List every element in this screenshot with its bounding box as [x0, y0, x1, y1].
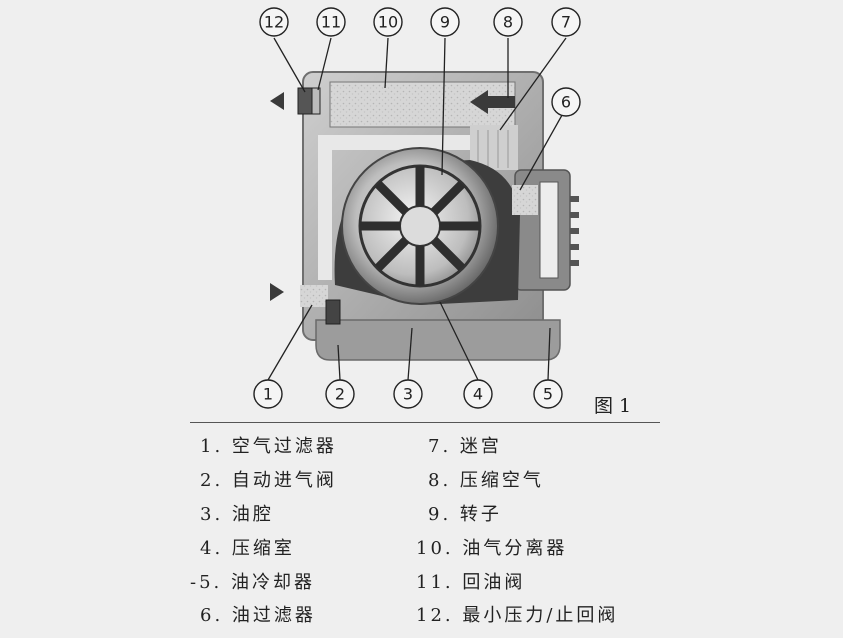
callout-12: 12	[259, 7, 289, 37]
callout-4: 4	[463, 379, 493, 409]
legend-item: 2. 自动进气阀	[200, 470, 337, 491]
legend-item: -5. 油冷却器	[190, 572, 315, 593]
callout-3: 3	[393, 379, 423, 409]
svg-text:9: 9	[440, 13, 450, 32]
svg-text:4: 4	[473, 385, 483, 404]
oil-filter	[512, 185, 538, 215]
svg-text:12: 12	[264, 13, 284, 32]
legend-item: 4. 压缩室	[200, 538, 295, 559]
callout-2: 2	[325, 379, 355, 409]
svg-text:6: 6	[561, 93, 571, 112]
legend-item: 10. 油气分离器	[416, 538, 568, 559]
callout-1: 1	[253, 379, 283, 409]
inlet-arrow-icon	[270, 283, 284, 301]
outlet-arrow-icon	[270, 92, 284, 110]
legend-item: 9. 转子	[428, 504, 502, 525]
compressed-air-area	[470, 125, 518, 170]
callout-11: 11	[316, 7, 346, 37]
legend-item: 7. 迷宫	[428, 436, 502, 457]
svg-text:11: 11	[321, 13, 341, 32]
compressed-air-arrow-icon	[470, 90, 515, 114]
legend-item: 8. 压缩空气	[428, 470, 544, 491]
cooler-fins	[570, 196, 579, 266]
svg-text:2: 2	[335, 385, 345, 404]
callouts: 12 11 10 9 8 7 6 1 2 3 4 5	[253, 7, 581, 409]
svg-text:10: 10	[378, 13, 398, 32]
intake-valve	[325, 299, 341, 325]
legend-item: 1. 空气过滤器	[200, 436, 337, 457]
oil-return-valve	[311, 87, 321, 115]
svg-text:7: 7	[561, 13, 571, 32]
legend-item: 6. 油过滤器	[200, 605, 316, 626]
callout-5: 5	[533, 379, 563, 409]
legend-divider	[190, 422, 660, 423]
air-filter	[300, 285, 328, 307]
svg-text:5: 5	[543, 385, 553, 404]
legend: 1. 空气过滤器 2. 自动进气阀 3. 油腔 4. 压缩室 -5. 油冷却器 …	[190, 428, 660, 628]
svg-text:3: 3	[403, 385, 413, 404]
rotor	[341, 147, 499, 305]
leader-lines	[267, 37, 567, 381]
legend-item: 12. 最小压力/止回阀	[416, 605, 619, 626]
callout-9: 9	[430, 7, 460, 37]
svg-text:1: 1	[263, 385, 273, 404]
legend-item: 11. 回油阀	[416, 572, 526, 593]
svg-text:8: 8	[503, 13, 513, 32]
callout-7: 7	[551, 7, 581, 37]
callout-10: 10	[373, 7, 403, 37]
callout-6: 6	[551, 87, 581, 117]
callout-8: 8	[493, 7, 523, 37]
legend-item: 3. 油腔	[200, 504, 274, 525]
figure-title: 图 1	[594, 395, 631, 417]
